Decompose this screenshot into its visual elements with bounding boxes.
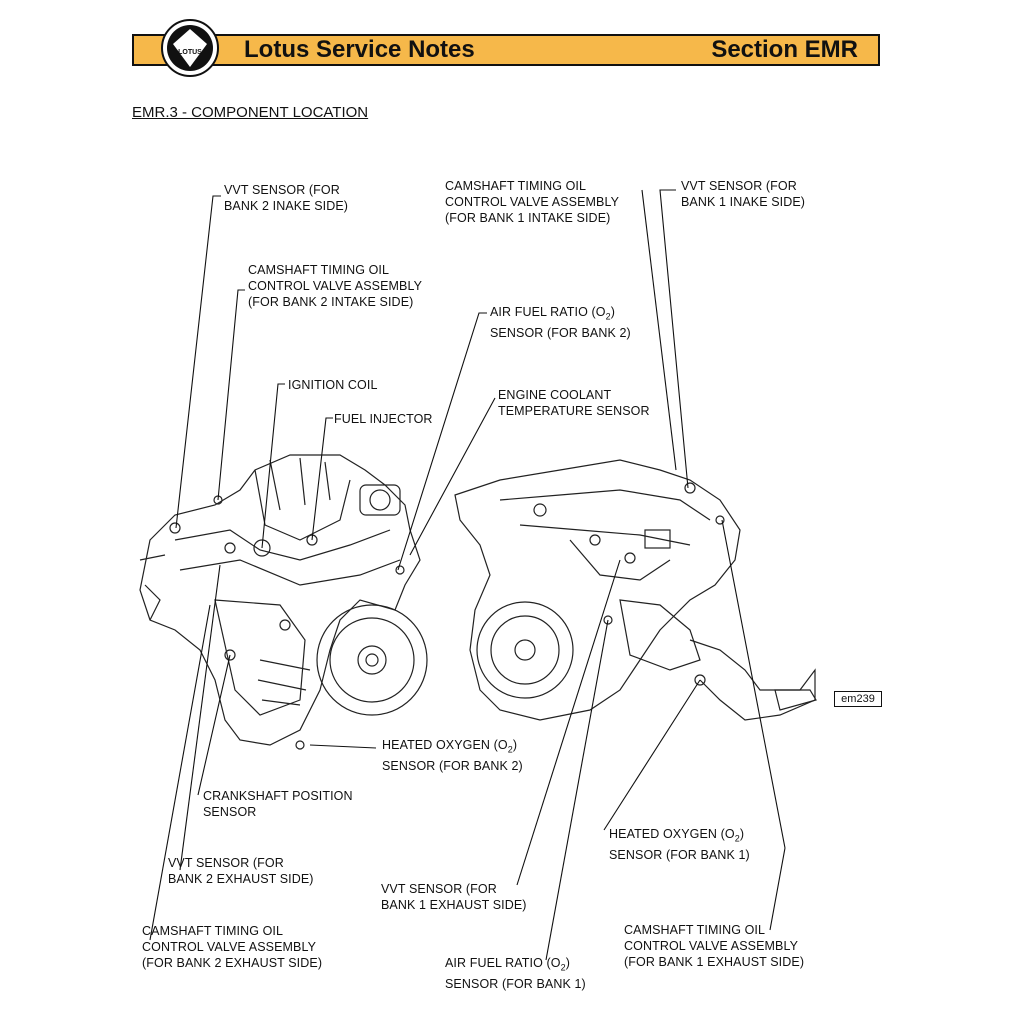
right-engine-drawing — [454, 459, 817, 721]
label-vvt-bank2-intake: VVT SENSOR (FOR BANK 2 INAKE SIDE) — [224, 183, 349, 213]
left-engine-drawing — [139, 454, 428, 750]
lotus-logo: LOTUS — [161, 19, 219, 77]
label-fuel-injector: FUEL INJECTOR — [334, 412, 433, 426]
label-vvt-bank2-exhaust: VVT SENSOR (FOR BANK 2 EXHAUST SIDE) — [168, 856, 314, 886]
label-vvt-bank1-intake: VVT SENSOR (FOR BANK 1 INAKE SIDE) — [681, 179, 806, 209]
label-ocv-bank2-exhaust: CAMSHAFT TIMING OIL CONTROL VALVE ASSEMB… — [142, 924, 323, 970]
label-vvt-bank1-exhaust: VVT SENSOR (FOR BANK 1 EXHAUST SIDE) — [381, 882, 527, 912]
label-af-sensor-bank1: AIR FUEL RATIO (O2)SENSOR (FOR BANK 1) — [445, 956, 586, 991]
label-ignition-coil: IGNITION COIL — [288, 378, 378, 392]
label-ocv-bank1-exhaust: CAMSHAFT TIMING OIL CONTROL VALVE ASSEMB… — [624, 923, 805, 969]
header-bar — [132, 34, 880, 66]
label-ocv-bank1-intake: CAMSHAFT TIMING OIL CONTROL VALVE ASSEMB… — [445, 179, 620, 225]
label-coolant-temp-sensor: ENGINE COOLANT TEMPERATURE SENSOR — [498, 388, 650, 418]
figure-reference: em239 — [834, 691, 882, 707]
svg-text:LOTUS: LOTUS — [178, 49, 202, 56]
page-subtitle: EMR.3 - COMPONENT LOCATION — [132, 104, 369, 121]
label-crankshaft-sensor: CRANKSHAFT POSITION SENSOR — [203, 789, 353, 819]
label-af-sensor-bank2: AIR FUEL RATIO (O2)SENSOR (FOR BANK 2) — [490, 305, 631, 340]
label-ho2-sensor-bank2: HEATED OXYGEN (O2)SENSOR (FOR BANK 2) — [382, 738, 523, 773]
header-title: Lotus Service Notes — [244, 36, 475, 63]
leader-lines — [149, 189, 786, 961]
label-ocv-bank2-intake: CAMSHAFT TIMING OIL CONTROL VALVE ASSEMB… — [248, 263, 423, 309]
header-section: Section EMR — [711, 36, 858, 63]
label-ho2-sensor-bank1: HEATED OXYGEN (O2)SENSOR (FOR BANK 1) — [609, 827, 750, 862]
